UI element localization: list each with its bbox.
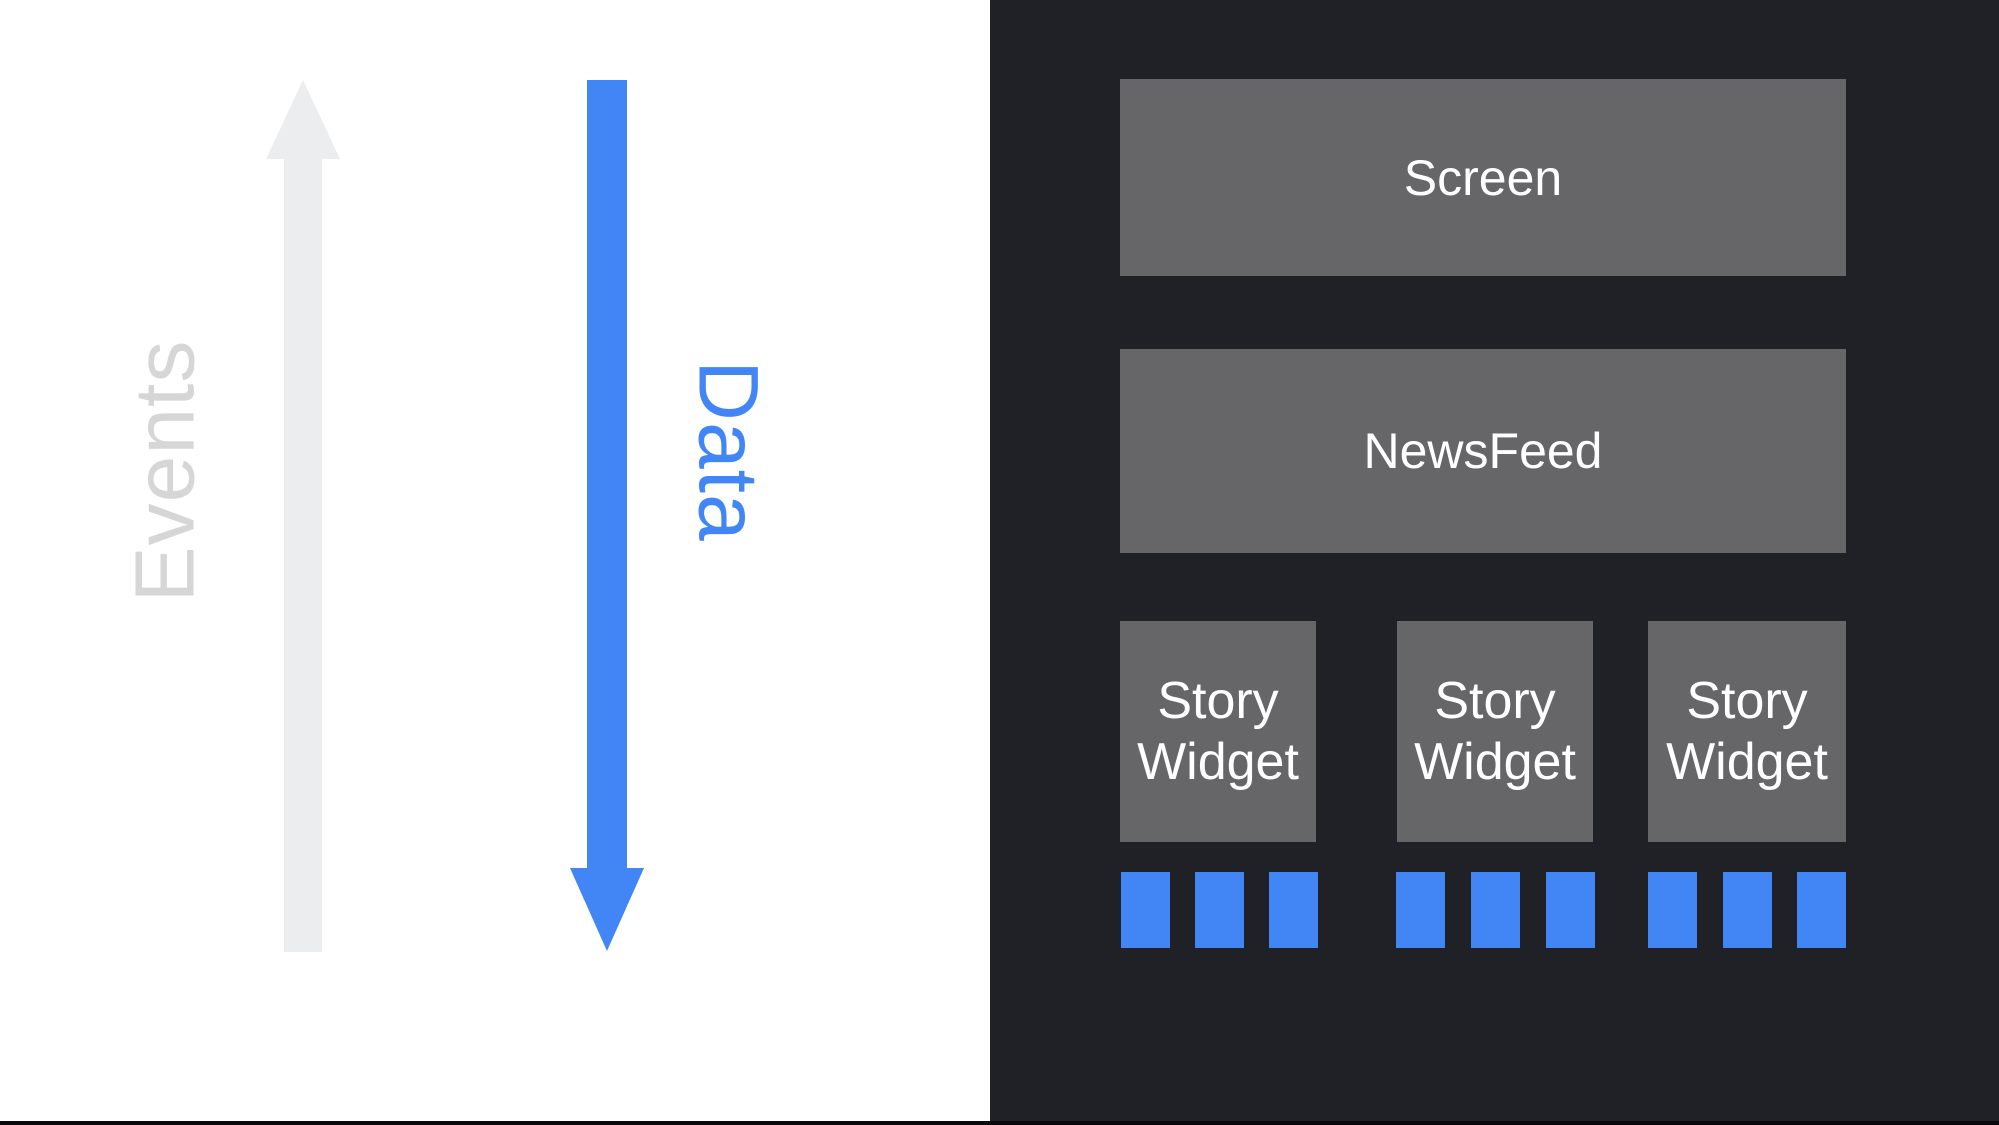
screen-box-label: Screen <box>1403 149 1563 206</box>
data-block <box>1269 872 1318 948</box>
arrow-down-head <box>570 868 644 951</box>
data-block <box>1195 872 1244 948</box>
data-block <box>1723 872 1772 948</box>
data-block <box>1797 872 1846 948</box>
story-widget-box: Story Widget <box>1648 621 1846 842</box>
widget-tree-panel: Screen NewsFeed Story Widget Story Widge… <box>990 0 1999 1125</box>
screen-box: Screen <box>1120 79 1846 276</box>
data-label: Data <box>681 360 776 542</box>
data-block <box>1396 872 1445 948</box>
newsfeed-box: NewsFeed <box>1120 349 1846 553</box>
story-widget-label: Story Widget <box>1666 671 1828 791</box>
newsfeed-box-label: NewsFeed <box>1363 423 1603 479</box>
data-block <box>1648 872 1697 948</box>
arrow-down-shaft <box>587 80 627 870</box>
bottom-edge-strip <box>0 1121 1999 1125</box>
events-label: Events <box>117 339 212 603</box>
data-block <box>1546 872 1595 948</box>
story-widget-box: Story Widget <box>1120 621 1316 842</box>
arrow-up-head <box>266 80 340 159</box>
data-block <box>1121 872 1170 948</box>
arrow-up-shaft <box>284 157 322 952</box>
story-widget-label: Story Widget <box>1137 671 1299 791</box>
story-widget-box: Story Widget <box>1397 621 1593 842</box>
data-block <box>1471 872 1520 948</box>
story-widget-label: Story Widget <box>1414 671 1576 791</box>
data-flow-panel: Events Data <box>0 0 990 1125</box>
